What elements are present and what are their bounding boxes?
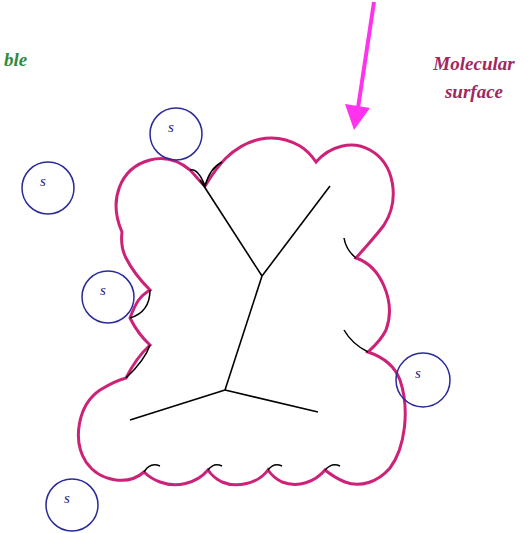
solvent-probe-circle: s (395, 352, 451, 408)
probe-label: s (76, 263, 130, 317)
probe-outline (395, 352, 451, 408)
probe-label: s (16, 154, 70, 208)
molecular-surface-outline (78, 138, 405, 485)
probe-label: s (40, 471, 94, 525)
probe-label: s (390, 345, 446, 401)
probe-outline (149, 107, 203, 161)
molecular-surface-label: Molecular surface (424, 50, 524, 105)
solvent-probe-circle: s (21, 161, 75, 215)
probe-outline (81, 270, 135, 324)
probe-outline (21, 161, 75, 215)
molecule-skeleton (130, 180, 330, 420)
solvent-probe-circle: s (149, 107, 203, 161)
accessible-surface-label: ble (4, 46, 27, 74)
reentrant-surface (126, 162, 368, 472)
probe-label: s (144, 100, 198, 154)
probe-outline (45, 478, 99, 532)
pointer-arrow (345, 2, 374, 130)
solvent-probe-circle: s (81, 270, 135, 324)
solvent-probe-circle: s (45, 478, 99, 532)
